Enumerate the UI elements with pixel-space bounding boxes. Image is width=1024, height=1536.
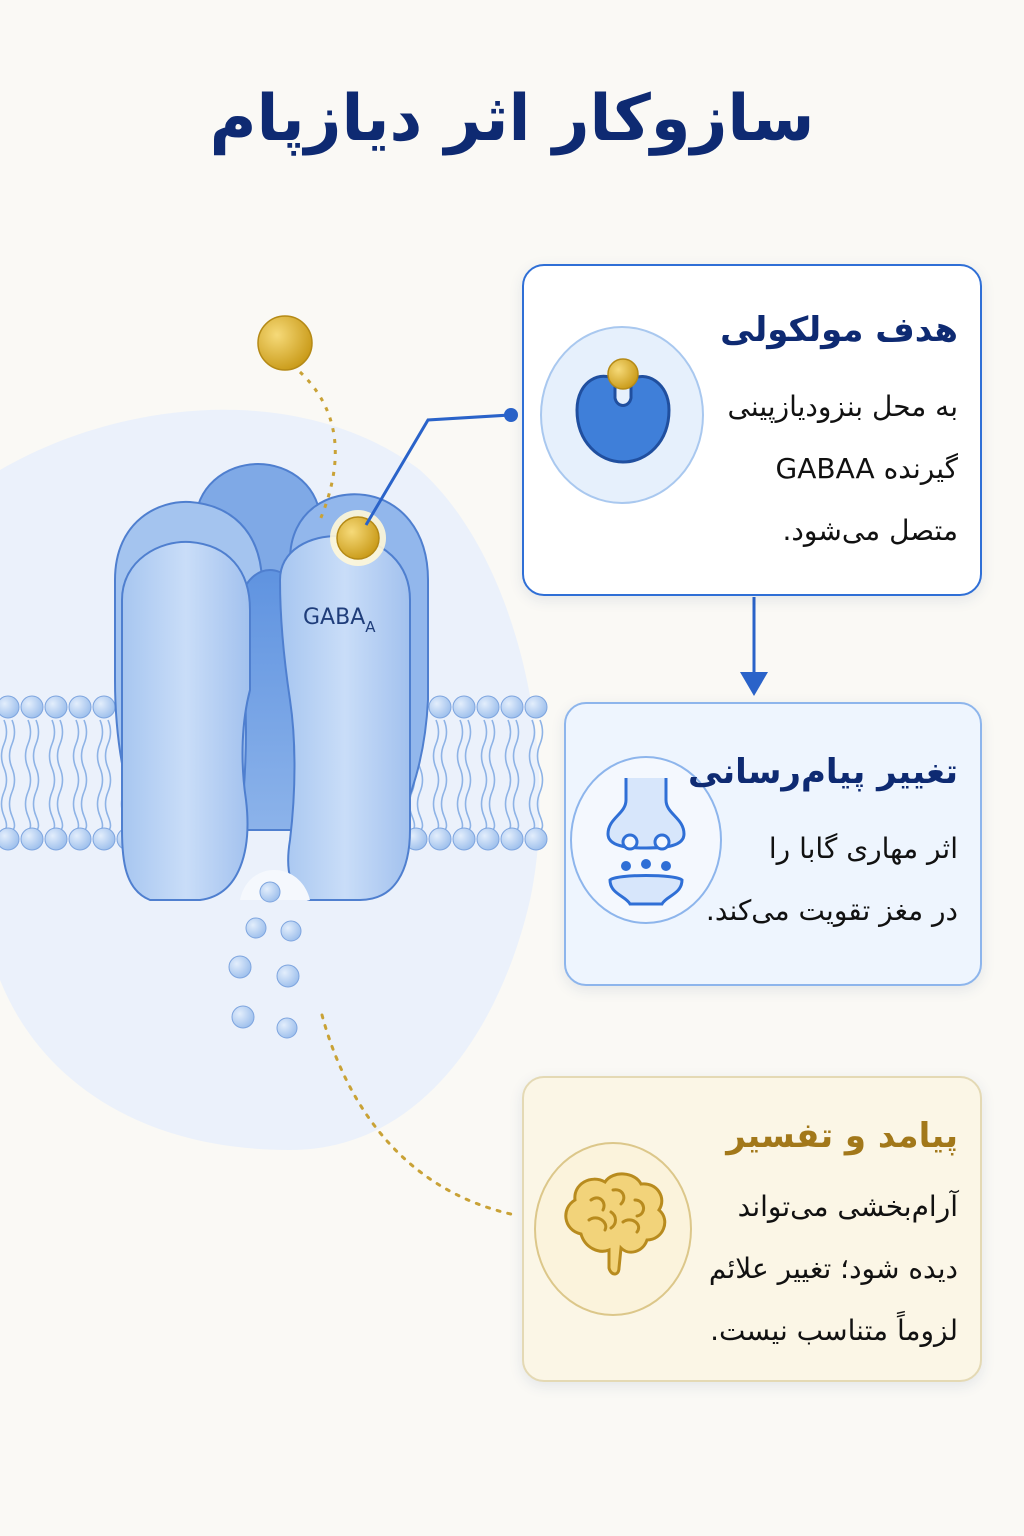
card3-line: آرام‌بخشی می‌تواند: [737, 1190, 958, 1223]
lipid-tail: [104, 791, 112, 831]
lipid-tail: [72, 719, 80, 793]
lipid-head: [476, 695, 500, 719]
lipid-tail: [8, 719, 16, 793]
lipid-tail: [48, 719, 56, 793]
card3-line: لزوماً متناسب نیست.: [710, 1314, 958, 1347]
card1-text: به محل بنزودیازپینی گیرنده GABAA متصل می…: [728, 376, 958, 562]
page-title: سازوکار اثر دیازپام: [209, 82, 815, 156]
card1-line: متصل می‌شود.: [782, 514, 958, 547]
lipid-head: [0, 827, 20, 851]
lipid-tail: [488, 719, 496, 793]
lipid-tail: [96, 719, 104, 793]
card-outcome: پیامد و تفسیر آرام‌بخشی می‌تواند دیده شو…: [522, 1076, 982, 1382]
lipid-tail: [504, 719, 512, 793]
connector-line-1: [364, 413, 511, 526]
lipid-tail: [80, 719, 88, 793]
lipid-tail: [8, 791, 16, 831]
lipid-tail: [24, 719, 32, 793]
lipid-tail: [480, 719, 488, 793]
card-molecular-target: هدف مولکولی به محل بنزودیازپینی گیرنده G…: [522, 264, 982, 596]
lipid-tail: [464, 791, 472, 831]
lipid-head: [44, 695, 68, 719]
chloride-ions: [228, 881, 302, 1039]
lipid-tail: [80, 791, 88, 831]
diazepam-molecule-free: [257, 315, 313, 371]
lipid-tail: [56, 719, 64, 793]
lipid-tail: [432, 719, 440, 793]
lipid-head: [428, 695, 452, 719]
diazepam-molecule-bound: [336, 516, 380, 560]
lipid-head: [20, 827, 44, 851]
lipid-head: [68, 827, 92, 851]
lipid-tail: [0, 719, 8, 793]
lipid-tail: [512, 791, 520, 831]
connector-dot: [504, 408, 518, 422]
card1-line: گیرنده GABAA: [775, 452, 958, 485]
lipid-tail: [104, 719, 112, 793]
lipid-head: [92, 695, 116, 719]
card3-title: پیامد و تفسیر: [726, 1116, 958, 1156]
lipid-tail: [56, 791, 64, 831]
synapse-icon: [606, 778, 686, 906]
lipid-head: [452, 695, 476, 719]
lipid-tail: [488, 791, 496, 831]
card1-line: به محل بنزودیازپینی: [727, 390, 958, 423]
card2-icon-circle: [570, 756, 722, 924]
connector-line-3: [320, 1013, 517, 1217]
card2-line: اثر مهاری گابا را: [768, 832, 958, 865]
lipid-tail: [528, 719, 536, 793]
card2-text: اثر مهاری گابا را در مغز تقویت می‌کند.: [706, 818, 958, 942]
lipid-tail: [32, 791, 40, 831]
lipid-head: [524, 827, 548, 851]
card-signaling-change: تغییر پیام‌رسانی اثر مهاری گابا را در مغ…: [564, 702, 982, 986]
lipid-tail: [536, 791, 544, 831]
gaba-a-receptor: GABAA: [114, 463, 429, 901]
lipid-head: [428, 827, 452, 851]
lipid-tail: [416, 791, 424, 831]
lipid-head: [44, 827, 68, 851]
card2-line: در مغز تقویت می‌کند.: [705, 894, 958, 927]
lipid-head: [0, 695, 20, 719]
lipid-head: [500, 827, 524, 851]
receptor-label: GABAA: [303, 605, 376, 636]
flow-arrow-head: [740, 672, 768, 696]
card1-icon-circle: [540, 326, 704, 504]
lipid-tail: [32, 719, 40, 793]
lipid-tail: [512, 719, 520, 793]
lipid-head: [476, 827, 500, 851]
lipid-head: [20, 695, 44, 719]
card3-icon-circle: [534, 1142, 692, 1316]
lipid-tail: [440, 719, 448, 793]
lipid-head: [524, 695, 548, 719]
brain-icon: [564, 1172, 667, 1276]
card1-title: هدف مولکولی: [720, 310, 958, 350]
lipid-tail: [440, 791, 448, 831]
card2-title: تغییر پیام‌رسانی: [688, 752, 958, 792]
card3-text: آرام‌بخشی می‌تواند دیده شود؛ تغییر علائم…: [709, 1176, 958, 1362]
lipid-tail: [464, 719, 472, 793]
lipid-head: [452, 827, 476, 851]
lipid-head: [500, 695, 524, 719]
lipid-tail: [536, 719, 544, 793]
card3-line: دیده شود؛ تغییر علائم: [708, 1252, 958, 1285]
lipid-tail: [456, 719, 464, 793]
lipid-head: [92, 827, 116, 851]
receptor-binding-icon: [575, 358, 671, 464]
lipid-head: [68, 695, 92, 719]
